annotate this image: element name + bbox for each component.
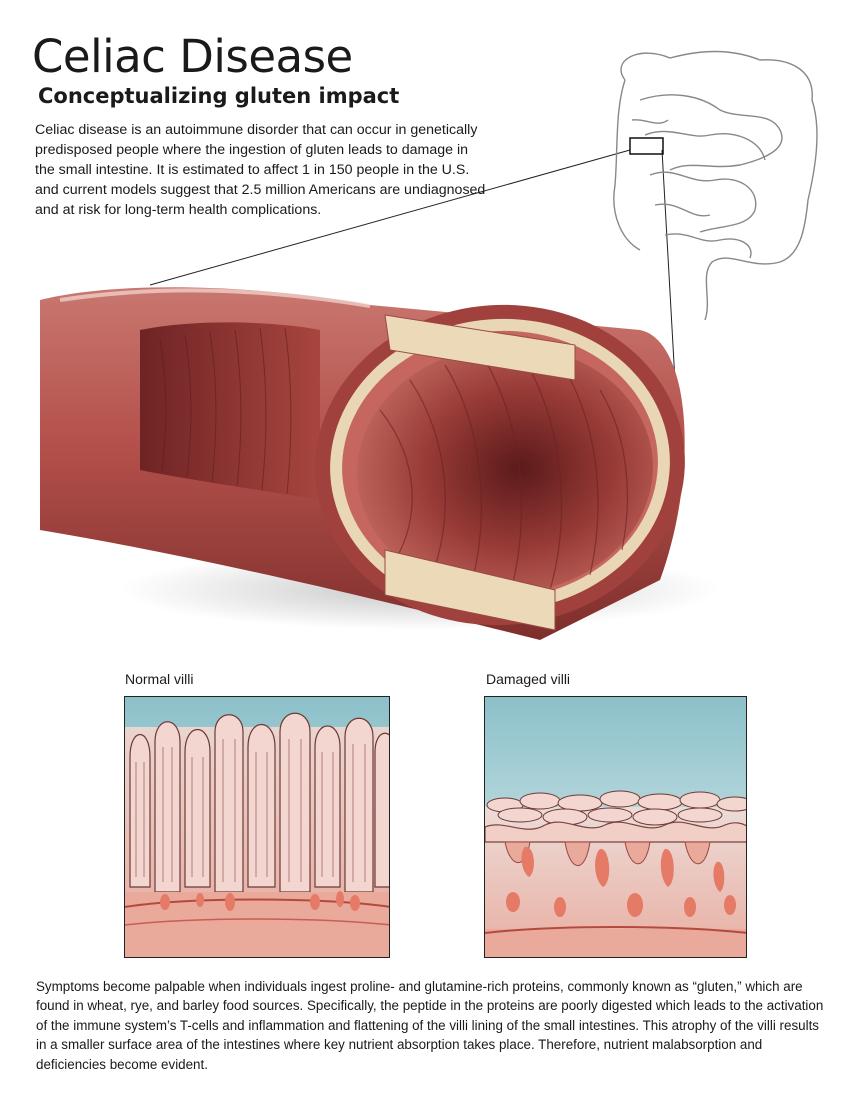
cross-section bbox=[315, 304, 685, 631]
normal-villi-illustration bbox=[125, 697, 389, 957]
intro-paragraph: Celiac disease is an autoimmune disorder… bbox=[35, 122, 486, 218]
symptoms-paragraph: Symptoms become palpable when individual… bbox=[36, 979, 824, 1072]
normal-villi-panel bbox=[124, 696, 390, 958]
normal-villi-label: Normal villi bbox=[125, 671, 194, 687]
damaged-villi-illustration bbox=[485, 697, 746, 957]
page-title: Celiac Disease bbox=[32, 30, 353, 83]
damaged-villi-label: Damaged villi bbox=[486, 671, 571, 687]
digestive-tract-diagram bbox=[613, 50, 818, 321]
damaged-villi-panel bbox=[484, 696, 747, 958]
intestine-illustration bbox=[40, 50, 818, 640]
page-subtitle: Conceptualizing gluten impact bbox=[38, 84, 400, 108]
location-marker-box bbox=[629, 137, 664, 155]
callout-line-top bbox=[149, 149, 631, 286]
